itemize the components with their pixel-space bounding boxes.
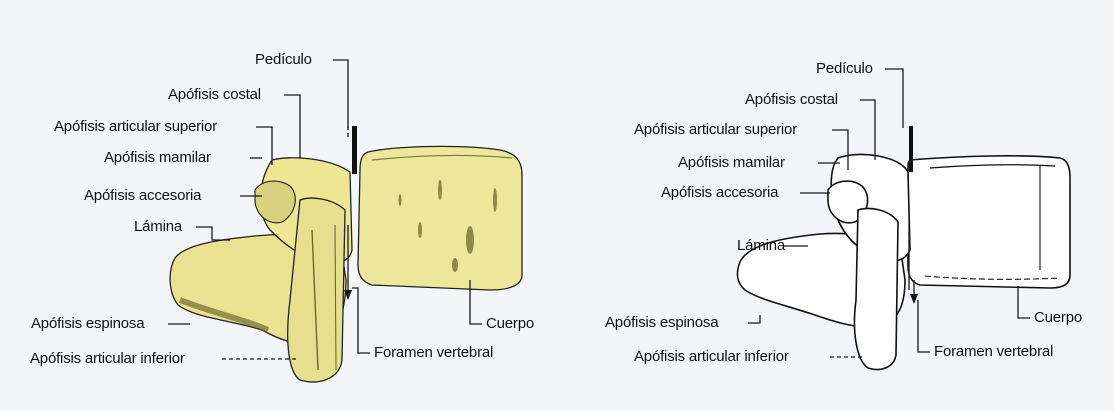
right-label-apofisis-articular-superior: Apófisis articular superior (634, 121, 797, 138)
right-label-pediculo: Pedículo (816, 60, 873, 77)
right-label-lamina: Lámina (737, 237, 785, 254)
left-label-pediculo: Pedículo (255, 51, 312, 68)
right-label-apofisis-accesoria: Apófisis accesoria (661, 184, 778, 201)
right-label-apofisis-espinosa: Apófisis espinosa (605, 314, 718, 331)
left-label-apofisis-espinosa: Apófisis espinosa (31, 315, 144, 332)
right-label-apofisis-mamilar: Apófisis mamilar (678, 154, 785, 171)
left-label-cuerpo: Cuerpo (486, 315, 534, 332)
right-label-apofisis-costal: Apófisis costal (745, 91, 838, 108)
left-label-lamina: Lámina (134, 218, 182, 235)
left-label-apofisis-articular-inferior: Apófisis articular inferior (30, 350, 185, 367)
right-label-apofisis-articular-inferior: Apófisis articular inferior (634, 348, 789, 365)
left-label-apofisis-accesoria: Apófisis accesoria (84, 187, 201, 204)
left-label-apofisis-costal: Apófisis costal (168, 86, 261, 103)
left-label-apofisis-articular-superior: Apófisis articular superior (54, 118, 217, 135)
left-label-apofisis-mamilar: Apófisis mamilar (104, 149, 211, 166)
left-label-foramen-vertebral: Foramen vertebral (374, 344, 493, 361)
right-label-cuerpo: Cuerpo (1034, 309, 1082, 326)
right-label-foramen-vertebral: Foramen vertebral (934, 343, 1053, 360)
